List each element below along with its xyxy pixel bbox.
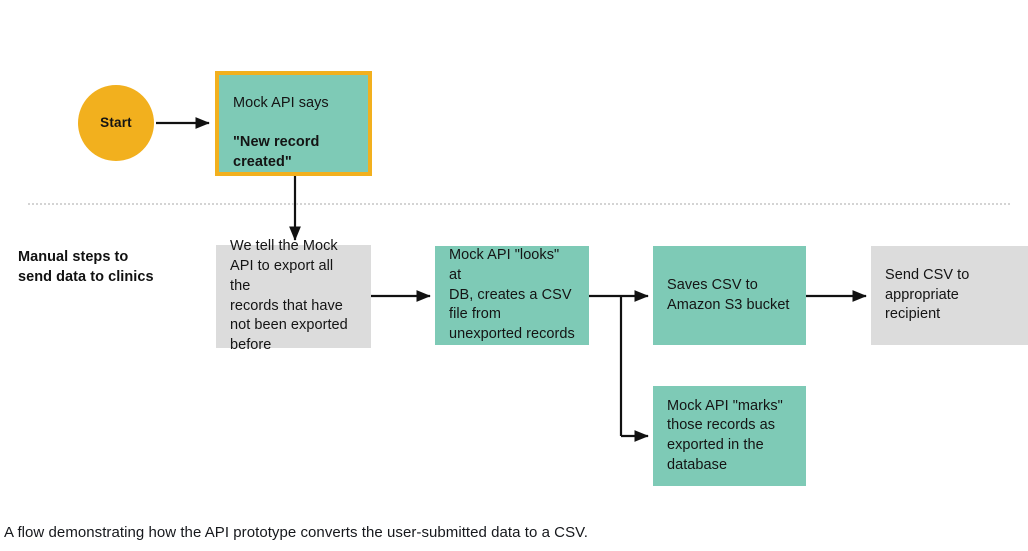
node-create-csv-label: Mock API "looks" at DB, creates a CSV fi…: [449, 247, 575, 343]
node-mock-api-says[interactable]: Mock API says "New record created": [215, 71, 372, 176]
node-mark-exported[interactable]: Mock API "marks" those records as export…: [653, 386, 806, 486]
node-send-csv-label: Send CSV to appropriate recipient: [885, 266, 970, 323]
section-divider: [28, 203, 1010, 205]
node-start[interactable]: Start: [78, 85, 154, 161]
node-save-s3[interactable]: Saves CSV to Amazon S3 bucket: [653, 246, 806, 345]
node-mock-api-says-body: Mock API says "New record created": [233, 74, 329, 173]
node-mark-exported-label: Mock API "marks" those records as export…: [667, 397, 783, 473]
node-create-csv[interactable]: Mock API "looks" at DB, creates a CSV fi…: [435, 246, 589, 345]
section-label-manual-steps: Manual steps to send data to clinics: [18, 249, 154, 286]
node-mock-api-says-line1: Mock API says: [233, 94, 329, 111]
node-send-csv[interactable]: Send CSV to appropriate recipient: [871, 246, 1028, 345]
diagram-caption: A flow demonstrating how the API prototy…: [4, 524, 589, 541]
node-mock-api-says-line2: "New record created": [233, 134, 320, 171]
node-export-request[interactable]: We tell the Mock API to export all the r…: [216, 238, 371, 353]
node-export-request-label: We tell the Mock API to export all the r…: [230, 238, 348, 353]
node-start-label: Start: [100, 114, 132, 130]
node-save-s3-label: Saves CSV to Amazon S3 bucket: [667, 276, 790, 313]
